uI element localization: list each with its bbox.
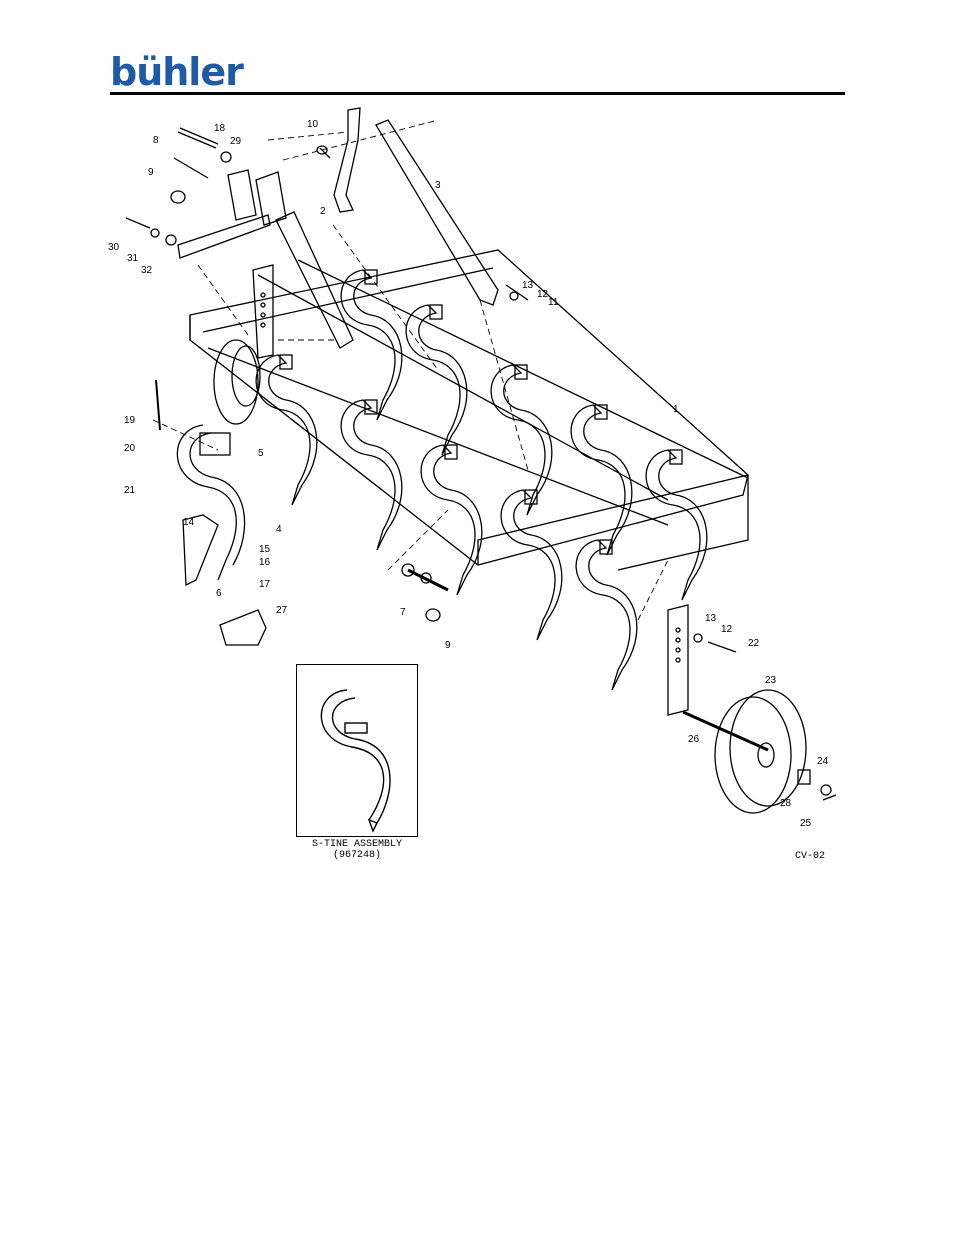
callout-10: 10 xyxy=(307,119,319,130)
callout-13: 13 xyxy=(522,280,534,291)
callout-9: 9 xyxy=(148,167,154,178)
callout-13b: 13 xyxy=(705,613,717,624)
callout-6: 6 xyxy=(216,588,222,599)
callout-20: 20 xyxy=(124,443,136,454)
callout-16: 16 xyxy=(259,557,271,568)
callout-1: 1 xyxy=(673,404,679,415)
exploded-parts-diagram: 1 2 3 4 5 6 7 8 9 9 10 11 12 12 13 13 14… xyxy=(108,100,848,890)
callout-3: 3 xyxy=(435,180,441,191)
s-tine-inset-drawing xyxy=(320,689,391,833)
assembly-leader-lines xyxy=(152,119,669,621)
callout-27: 27 xyxy=(276,605,288,616)
callout-12: 12 xyxy=(537,289,549,300)
s-tine-array xyxy=(155,269,708,691)
callout-7: 7 xyxy=(400,607,406,618)
callout-8: 8 xyxy=(153,135,159,146)
callout-15: 15 xyxy=(259,544,271,555)
callout-22: 22 xyxy=(748,638,760,649)
callout-21: 21 xyxy=(124,485,136,496)
s-tine-inset-frame xyxy=(296,664,418,837)
callout-17: 17 xyxy=(259,579,271,590)
callout-14: 14 xyxy=(183,517,195,528)
callout-12b: 12 xyxy=(721,624,733,635)
frame-assembly xyxy=(189,249,749,571)
callout-23: 23 xyxy=(765,675,777,686)
callout-28: 28 xyxy=(780,798,792,809)
callout-11: 11 xyxy=(548,297,559,308)
header-rule xyxy=(110,92,845,95)
hitch-mast xyxy=(125,107,499,359)
inset-caption: S-TINE ASSEMBLY (967248) xyxy=(290,839,424,861)
callout-2: 2 xyxy=(320,206,326,217)
callout-5: 5 xyxy=(258,448,264,459)
callout-31: 31 xyxy=(127,253,139,264)
callout-9b: 9 xyxy=(445,640,451,651)
callout-32: 32 xyxy=(141,265,153,276)
callout-4: 4 xyxy=(276,524,282,535)
brand-logo: bühler xyxy=(110,50,244,94)
callout-24: 24 xyxy=(817,756,829,767)
callout-29: 29 xyxy=(230,136,242,147)
callout-19: 19 xyxy=(124,415,136,426)
callout-26: 26 xyxy=(688,734,700,745)
inset-caption-part-number: (967248) xyxy=(332,850,381,861)
gauge-wheel-assembly xyxy=(401,284,837,814)
callout-30: 30 xyxy=(108,242,120,253)
callout-25: 25 xyxy=(800,818,812,829)
callout-18: 18 xyxy=(214,123,226,134)
part-callouts: 1 2 3 4 5 6 7 8 9 9 10 11 12 12 13 13 14… xyxy=(108,119,829,829)
inset-caption-title: S-TINE ASSEMBLY xyxy=(311,839,402,850)
drawing-code: CV-02 xyxy=(795,851,826,862)
